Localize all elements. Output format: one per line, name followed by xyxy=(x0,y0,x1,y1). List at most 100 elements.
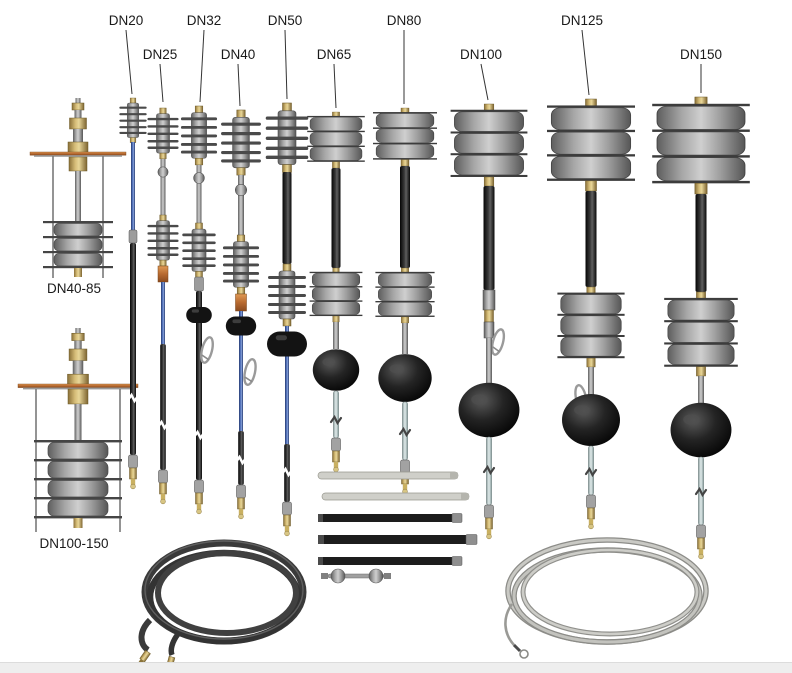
coupler-ball xyxy=(368,568,384,584)
top-plug xyxy=(118,97,148,143)
connector-rod-blue xyxy=(161,282,165,344)
copper-coupler xyxy=(157,265,169,283)
hose-loop xyxy=(155,550,299,636)
extension-rod-black xyxy=(318,535,473,544)
top-plug xyxy=(450,103,528,187)
connector-rod xyxy=(238,175,244,235)
coupler-thread xyxy=(384,573,391,579)
top-plug xyxy=(372,107,438,167)
rubber-ring xyxy=(267,331,307,357)
coupler-sleeve xyxy=(128,229,138,244)
stem-rod xyxy=(698,376,704,404)
hose-break-mark xyxy=(126,393,140,403)
rod-end-cap xyxy=(318,557,323,565)
plug-assembly-dn100 xyxy=(450,103,528,540)
hose-sheen xyxy=(144,540,304,640)
rubber-ring xyxy=(186,307,212,323)
extension-tube xyxy=(317,471,459,480)
hose-end xyxy=(138,617,153,653)
hose-break-mark xyxy=(156,420,170,430)
connector-rod-blue xyxy=(131,142,135,230)
connector-rod xyxy=(160,159,166,215)
inflatable-ball xyxy=(562,394,620,446)
plug-assembly-dn50 xyxy=(265,102,309,537)
hose-fitting xyxy=(484,504,494,540)
lower-plug xyxy=(181,222,217,278)
inflation-valve xyxy=(67,97,89,154)
coupler-thread xyxy=(321,573,328,579)
lower-plug xyxy=(267,263,307,327)
label-dn20: DN20 xyxy=(109,13,144,28)
connector-rod-blue xyxy=(285,326,289,444)
inflatable-ball xyxy=(458,382,520,438)
top-plug xyxy=(265,102,309,174)
stem-rod xyxy=(588,367,594,397)
label-dn40-85: DN40-85 xyxy=(47,281,101,296)
ball-joint xyxy=(193,172,205,184)
label-dn80: DN80 xyxy=(387,13,422,28)
label-dn25: DN25 xyxy=(143,47,178,62)
steel-cable-coil xyxy=(504,537,709,659)
connector-hose xyxy=(483,186,495,290)
label-dn125: DN125 xyxy=(561,13,603,28)
plug-disc-stack xyxy=(34,440,122,528)
stem-rod xyxy=(75,171,81,223)
hose-break-mark xyxy=(192,430,206,440)
plug-assembly-dn32 xyxy=(180,105,218,515)
tube-end-cap xyxy=(461,493,469,500)
inflation-hose xyxy=(130,243,136,455)
plug-assembly-dn125 xyxy=(546,98,636,530)
top-plug xyxy=(306,111,366,169)
inflation-valve xyxy=(66,327,90,387)
hex-nut xyxy=(67,388,89,405)
leader-line-dn25 xyxy=(159,63,164,103)
hose-break-mark xyxy=(584,467,598,477)
stem-rod xyxy=(402,323,408,354)
connector-hose xyxy=(282,172,292,264)
inflation-hose xyxy=(160,344,166,470)
rod-connector xyxy=(465,534,478,545)
leader-line-dn20 xyxy=(125,29,133,95)
lower-plug xyxy=(556,286,626,368)
label-dn32: DN32 xyxy=(187,13,222,28)
plug-assembly-dn65 xyxy=(306,111,366,473)
lower-plug xyxy=(147,214,179,267)
flange-edge xyxy=(34,155,122,157)
hex-nut xyxy=(68,156,88,172)
footer-bar xyxy=(0,663,792,673)
top-plug xyxy=(180,105,218,166)
top-plug xyxy=(546,98,636,192)
connector-hose xyxy=(585,191,597,287)
rubber-hose-coil xyxy=(138,539,307,671)
flanged-assembly-dn40-85: DN40-85 xyxy=(29,97,127,296)
plug-disc-stack xyxy=(43,221,113,277)
plug-assembly-dn20 xyxy=(118,97,148,490)
rod-end-cap xyxy=(318,514,323,522)
hose-fitting xyxy=(331,437,341,473)
leader-line-dn100 xyxy=(480,63,489,101)
inflatable-ball xyxy=(670,402,732,458)
leader-line-dn32 xyxy=(199,29,205,103)
label-dn50: DN50 xyxy=(268,13,303,28)
hose-fitting xyxy=(586,494,596,530)
hose-fitting xyxy=(282,501,292,537)
hose-break-mark xyxy=(280,467,294,477)
rod-end-cap xyxy=(318,535,324,544)
copper-coupler xyxy=(235,293,247,312)
flange-plate xyxy=(29,151,127,156)
plug-assembly-dn150 xyxy=(651,96,751,560)
lower-plug xyxy=(663,291,739,377)
safety-clip xyxy=(241,357,259,387)
top-plug xyxy=(651,96,751,195)
cable-tip xyxy=(512,643,522,653)
extension-rod-black xyxy=(318,514,458,522)
flanged-assembly-dn100-150: DN100-150 xyxy=(17,327,139,551)
top-plug xyxy=(220,109,262,176)
inflation-hose xyxy=(333,390,339,439)
label-dn65: DN65 xyxy=(317,47,352,62)
extension-rod-black xyxy=(318,557,458,565)
hose-break-mark xyxy=(329,415,343,425)
hose-break-mark xyxy=(694,487,708,497)
rod-connector xyxy=(451,513,463,523)
